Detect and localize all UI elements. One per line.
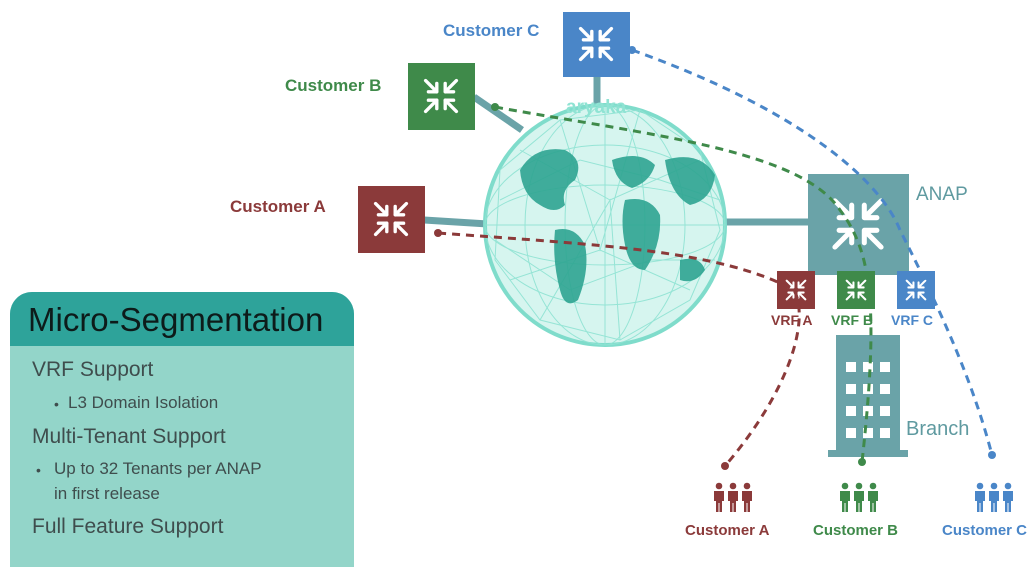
customer-a-users-icon [714,482,752,512]
vrf-support-heading: VRF Support [32,358,154,381]
customer-c-router [563,12,630,77]
tenants-item-line1: Up to 32 Tenants per ANAP [54,459,262,478]
full-feature-heading: Full Feature Support [32,515,224,538]
customer-b-users-label: Customer B [813,522,899,539]
l3-isolation-item: L3 Domain Isolation [68,393,219,412]
panel-title: Micro-Segmentation [10,292,354,346]
vrf-b-label: VRF B [831,312,873,328]
customer-a-router [358,186,425,253]
multi-tenant-heading: Multi-Tenant Support [32,425,226,448]
brand-logo-text: aryaka [566,97,627,118]
customer-c-users-label: Customer C [942,522,1028,539]
micro-segmentation-panel: Micro-Segmentation VRF Support • L3 Doma… [10,292,354,567]
bullet-icon: • [36,462,41,478]
vrf-c-label: VRF C [891,312,933,328]
customer-c-site-label: Customer C [443,21,540,40]
tenants-item-line2: in first release [54,484,160,503]
customer-b-site-label: Customer B [285,76,382,95]
globe [483,103,727,347]
tenant-paths [437,48,994,467]
customer-a-users-label: Customer A [685,522,770,539]
branch-building-icon [828,335,908,457]
path-endpoints [434,46,996,470]
vrf-a-label: VRF A [771,312,813,328]
customer-b-users-icon [840,482,878,512]
vrf-a-box [777,271,815,309]
anap-label: ANAP [916,184,968,205]
customer-b-router [408,63,475,130]
site-links [423,75,808,228]
anap-router [808,174,909,275]
branch-label: Branch [906,418,970,440]
bullet-icon: • [54,396,59,412]
customer-a-site-label: Customer A [230,197,326,216]
customer-c-users-icon [975,482,1013,512]
